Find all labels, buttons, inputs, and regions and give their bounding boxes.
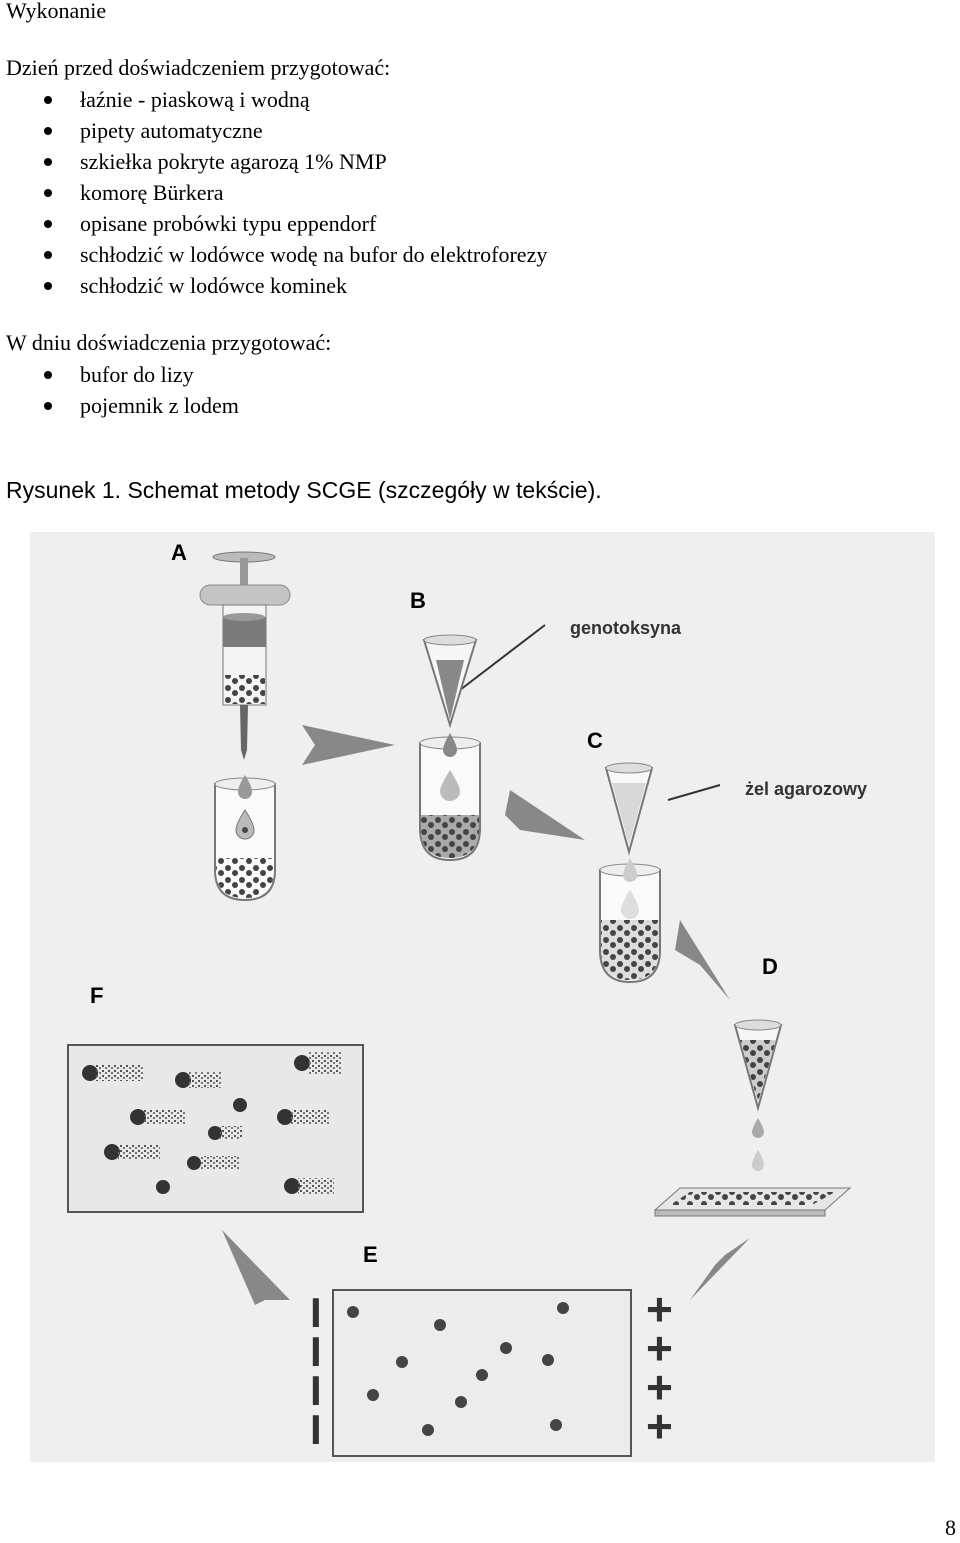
electrode-minus: I [310,1328,322,1375]
day-before-list: łaźnie - piaskową i wodną pipety automat… [0,84,547,301]
day-of-list: bufor do lizy pojemnik z lodem [0,359,239,421]
electrode-minus: I [310,1406,322,1453]
list-item: opisane probówki typu eppendorf [0,208,547,239]
label-step-f: F [90,983,103,1008]
step-a-syringe [199,551,291,760]
arrow-a-to-b [302,725,395,765]
electrode-plus: + [646,1322,673,1374]
electrode-plus: + [646,1361,673,1413]
electrode-plus: + [646,1400,673,1452]
step-f-comets [82,1052,342,1194]
agarose-pointer [667,784,721,801]
list-item: pojemnik z lodem [0,390,239,421]
electrode-minus: I [310,1367,322,1414]
list-item: łaźnie - piaskową i wodną [0,84,547,115]
arrow-c-to-d [675,920,730,1000]
list-item: szkiełka pokryte agarozą 1% NMP [0,146,547,177]
electrode-minus: I [310,1289,322,1336]
arrow-d-to-e [690,1238,750,1300]
day-before-intro: Dzień przed doświadczeniem przygotować: [6,55,391,80]
electrodes-plus: + + + + [646,1283,673,1452]
step-d-pipette [733,1019,783,1171]
step-b-tube [419,733,481,862]
label-genotoxin: genotoksyna [570,618,682,638]
step-e-nuclei [347,1302,569,1436]
genotoxin-pointer [459,624,546,691]
label-step-c: C [587,728,603,753]
arrow-b-to-c [505,790,585,840]
electrode-plus: + [646,1283,673,1335]
page-number: 8 [945,1515,956,1540]
page-heading: Wykonanie [6,0,107,23]
step-d-slide [653,1187,852,1217]
label-step-d: D [762,954,778,979]
scge-diagram: B genotoksyna C żel agarozowy D [30,532,935,1462]
list-item: schłodzić w lodówce wodę na bufor do ele… [0,239,547,270]
figure-caption: Rysunek 1. Schemat metody SCGE (szczegół… [6,477,602,503]
list-item: komorę Bürkera [0,177,547,208]
step-a-tube [214,775,276,902]
step-c-tube [599,858,661,984]
list-item: schłodzić w lodówce kominek [0,270,547,301]
label-step-a: A [171,540,187,565]
day-of-intro: W dniu doświadczenia przygotować: [6,330,332,355]
label-agarose-gel: żel agarozowy [745,779,867,799]
arrow-e-to-f [222,1230,290,1305]
electrodes-minus: I I I I [310,1289,322,1453]
label-step-e: E [363,1242,378,1267]
list-item: bufor do lizy [0,359,239,390]
list-item: pipety automatyczne [0,115,547,146]
label-step-b: B [410,588,426,613]
step-c-pipette [604,762,654,856]
step-b-pipette [422,634,478,729]
